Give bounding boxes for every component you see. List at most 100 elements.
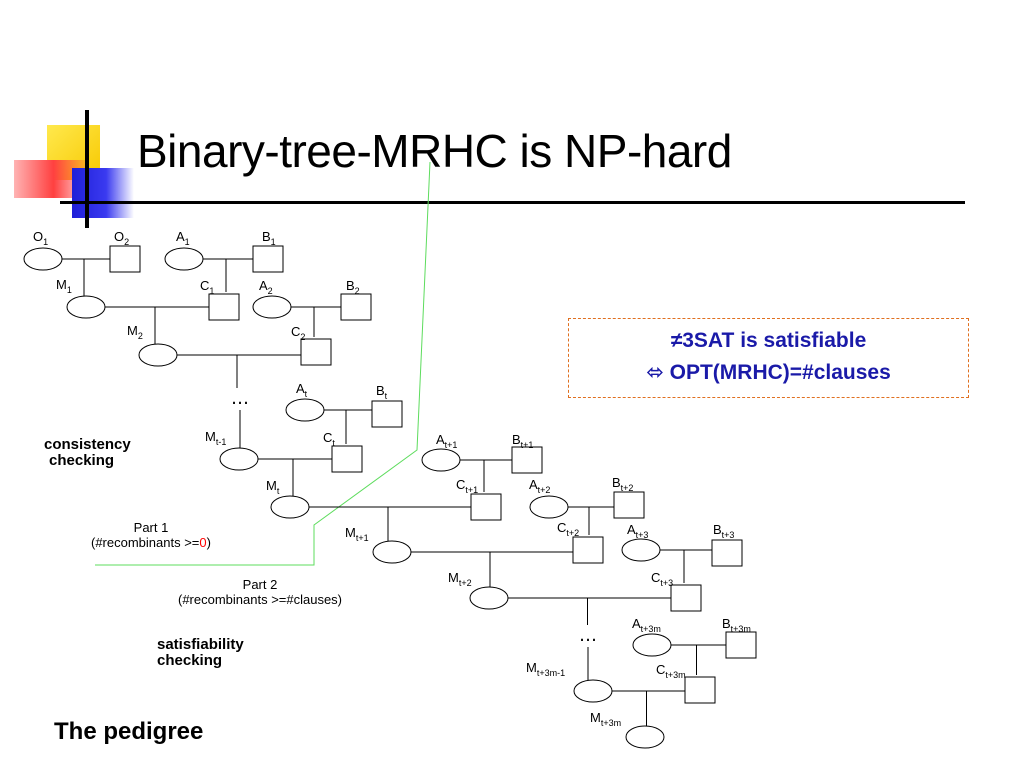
consistency-label: consistency checking	[44, 437, 131, 469]
part1-condition-text: (#recombinants >=	[91, 535, 200, 550]
node-label-mt-1: Mt-1	[205, 429, 226, 447]
female-node-m2	[138, 343, 178, 367]
node-label-subscript: t+3	[660, 578, 673, 588]
node-label-subscript: t-1	[216, 437, 227, 447]
node-label-at: At	[296, 381, 308, 399]
male-node-ct	[331, 445, 363, 473]
male-node-ctp3	[670, 584, 702, 612]
node-label-subscript: t+1	[356, 533, 369, 543]
pedigree-caption: The pedigree	[54, 718, 204, 745]
male-node-ctp1	[470, 493, 502, 521]
claim-line-1: ≠3SAT is satisfiable	[670, 329, 867, 352]
female-node-mtp3m-1	[573, 679, 613, 703]
female-node-at	[285, 398, 325, 422]
ellipsis-marker: …	[579, 625, 597, 646]
node-label-subscript: 1	[43, 237, 48, 247]
node-label-m1: M1	[56, 277, 72, 295]
node-label-ct: Ct	[323, 430, 335, 448]
node-label-base: B	[612, 475, 621, 490]
node-label-base: B	[722, 616, 731, 631]
node-label-base: C	[557, 520, 566, 535]
node-label-m2: M2	[127, 323, 143, 341]
part1-condition: (#recombinants >=0)	[62, 535, 240, 550]
node-label-base: C	[323, 430, 332, 445]
node-label-base: B	[713, 522, 722, 537]
node-label-c1: C1	[200, 278, 214, 296]
node-label-a1: A1	[176, 229, 190, 247]
female-node-m1	[66, 295, 106, 319]
node-label-subscript: t+3	[722, 530, 735, 540]
node-label-subscript: 2	[300, 332, 305, 342]
node-label-base: B	[376, 383, 385, 398]
female-node-atp3	[621, 538, 661, 562]
part1-title: Part 1	[133, 520, 169, 535]
satisfiability-label-line1: satisfiability	[157, 636, 244, 653]
claim-box: ≠3SAT is satisfiable ⬄ OPT(MRHC)=#clause…	[568, 318, 969, 398]
node-label-base: C	[291, 324, 300, 339]
female-node-o1	[23, 247, 63, 271]
male-node-b1	[252, 245, 284, 273]
node-label-c2: C2	[291, 324, 305, 342]
title-underline	[60, 201, 965, 204]
node-label-base: A	[296, 381, 305, 396]
blue-square-decoration	[72, 168, 134, 218]
node-label-base: B	[512, 432, 521, 447]
female-node-atp3m	[632, 633, 672, 657]
node-label-base: M	[56, 277, 67, 292]
slide-title: Binary-tree-MRHC is NP-hard	[137, 125, 732, 177]
node-label-mtp3m-1: Mt+3m-1	[526, 660, 565, 678]
node-label-ctp3m: Ct+3m	[656, 662, 686, 680]
node-label-base: M	[127, 323, 138, 338]
female-node-a2	[252, 295, 292, 319]
node-label-base: A	[627, 522, 636, 537]
node-label-base: C	[651, 570, 660, 585]
node-label-subscript: 1	[209, 286, 214, 296]
node-label-btp3m: Bt+3m	[722, 616, 751, 634]
node-label-base: A	[529, 477, 538, 492]
node-label-mtp1: Mt+1	[345, 525, 369, 543]
node-label-ctp2: Ct+2	[557, 520, 579, 538]
node-label-ctp1: Ct+1	[456, 477, 478, 495]
node-label-base: A	[632, 616, 641, 631]
node-label-base: B	[346, 278, 355, 293]
node-label-subscript: t	[332, 438, 335, 448]
male-node-bt	[371, 400, 403, 428]
node-label-o1: O1	[33, 229, 48, 247]
female-node-mt	[270, 495, 310, 519]
node-label-subscript: t+2	[621, 483, 634, 493]
part2-title: Part 2	[242, 577, 278, 592]
consistency-label-line1: consistency	[44, 436, 131, 453]
node-label-subscript: 2	[268, 286, 273, 296]
claim-line-2: ⬄ OPT(MRHC)=#clauses	[646, 361, 891, 384]
node-label-subscript: t+2	[566, 528, 579, 538]
male-node-btp3	[711, 539, 743, 567]
node-label-base: M	[205, 429, 216, 444]
part2-label: Part 2 (#recombinants >=#clauses)	[150, 577, 370, 607]
node-label-base: C	[456, 477, 465, 492]
node-label-bt: Bt	[376, 383, 388, 401]
node-label-mt: Mt	[266, 478, 280, 496]
node-label-subscript: t+3	[636, 530, 649, 540]
part1-zero: 0	[199, 535, 207, 550]
node-label-mtp3m: Mt+3m	[590, 710, 621, 728]
node-label-ctp3: Ct+3	[651, 570, 673, 588]
female-node-atp2	[529, 495, 569, 519]
node-label-btp3: Bt+3	[713, 522, 734, 540]
vertical-rule-decoration	[85, 110, 89, 228]
divider-line	[95, 161, 431, 566]
node-label-subscript: t	[277, 486, 280, 496]
node-label-base: B	[262, 229, 271, 244]
node-label-subscript: 2	[124, 237, 129, 247]
node-label-subscript: t+2	[459, 578, 472, 588]
node-label-subscript: t+3m	[641, 624, 661, 634]
node-label-subscript: 1	[271, 237, 276, 247]
node-label-subscript: t+3m	[601, 718, 621, 728]
node-label-subscript: 1	[67, 285, 72, 295]
female-node-a1	[164, 247, 204, 271]
node-label-b1: B1	[262, 229, 276, 247]
node-label-subscript: t	[385, 391, 388, 401]
node-label-base: M	[345, 525, 356, 540]
male-node-ctp2	[572, 536, 604, 564]
node-label-btp1: Bt+1	[512, 432, 533, 450]
female-node-mtp1	[372, 540, 412, 564]
